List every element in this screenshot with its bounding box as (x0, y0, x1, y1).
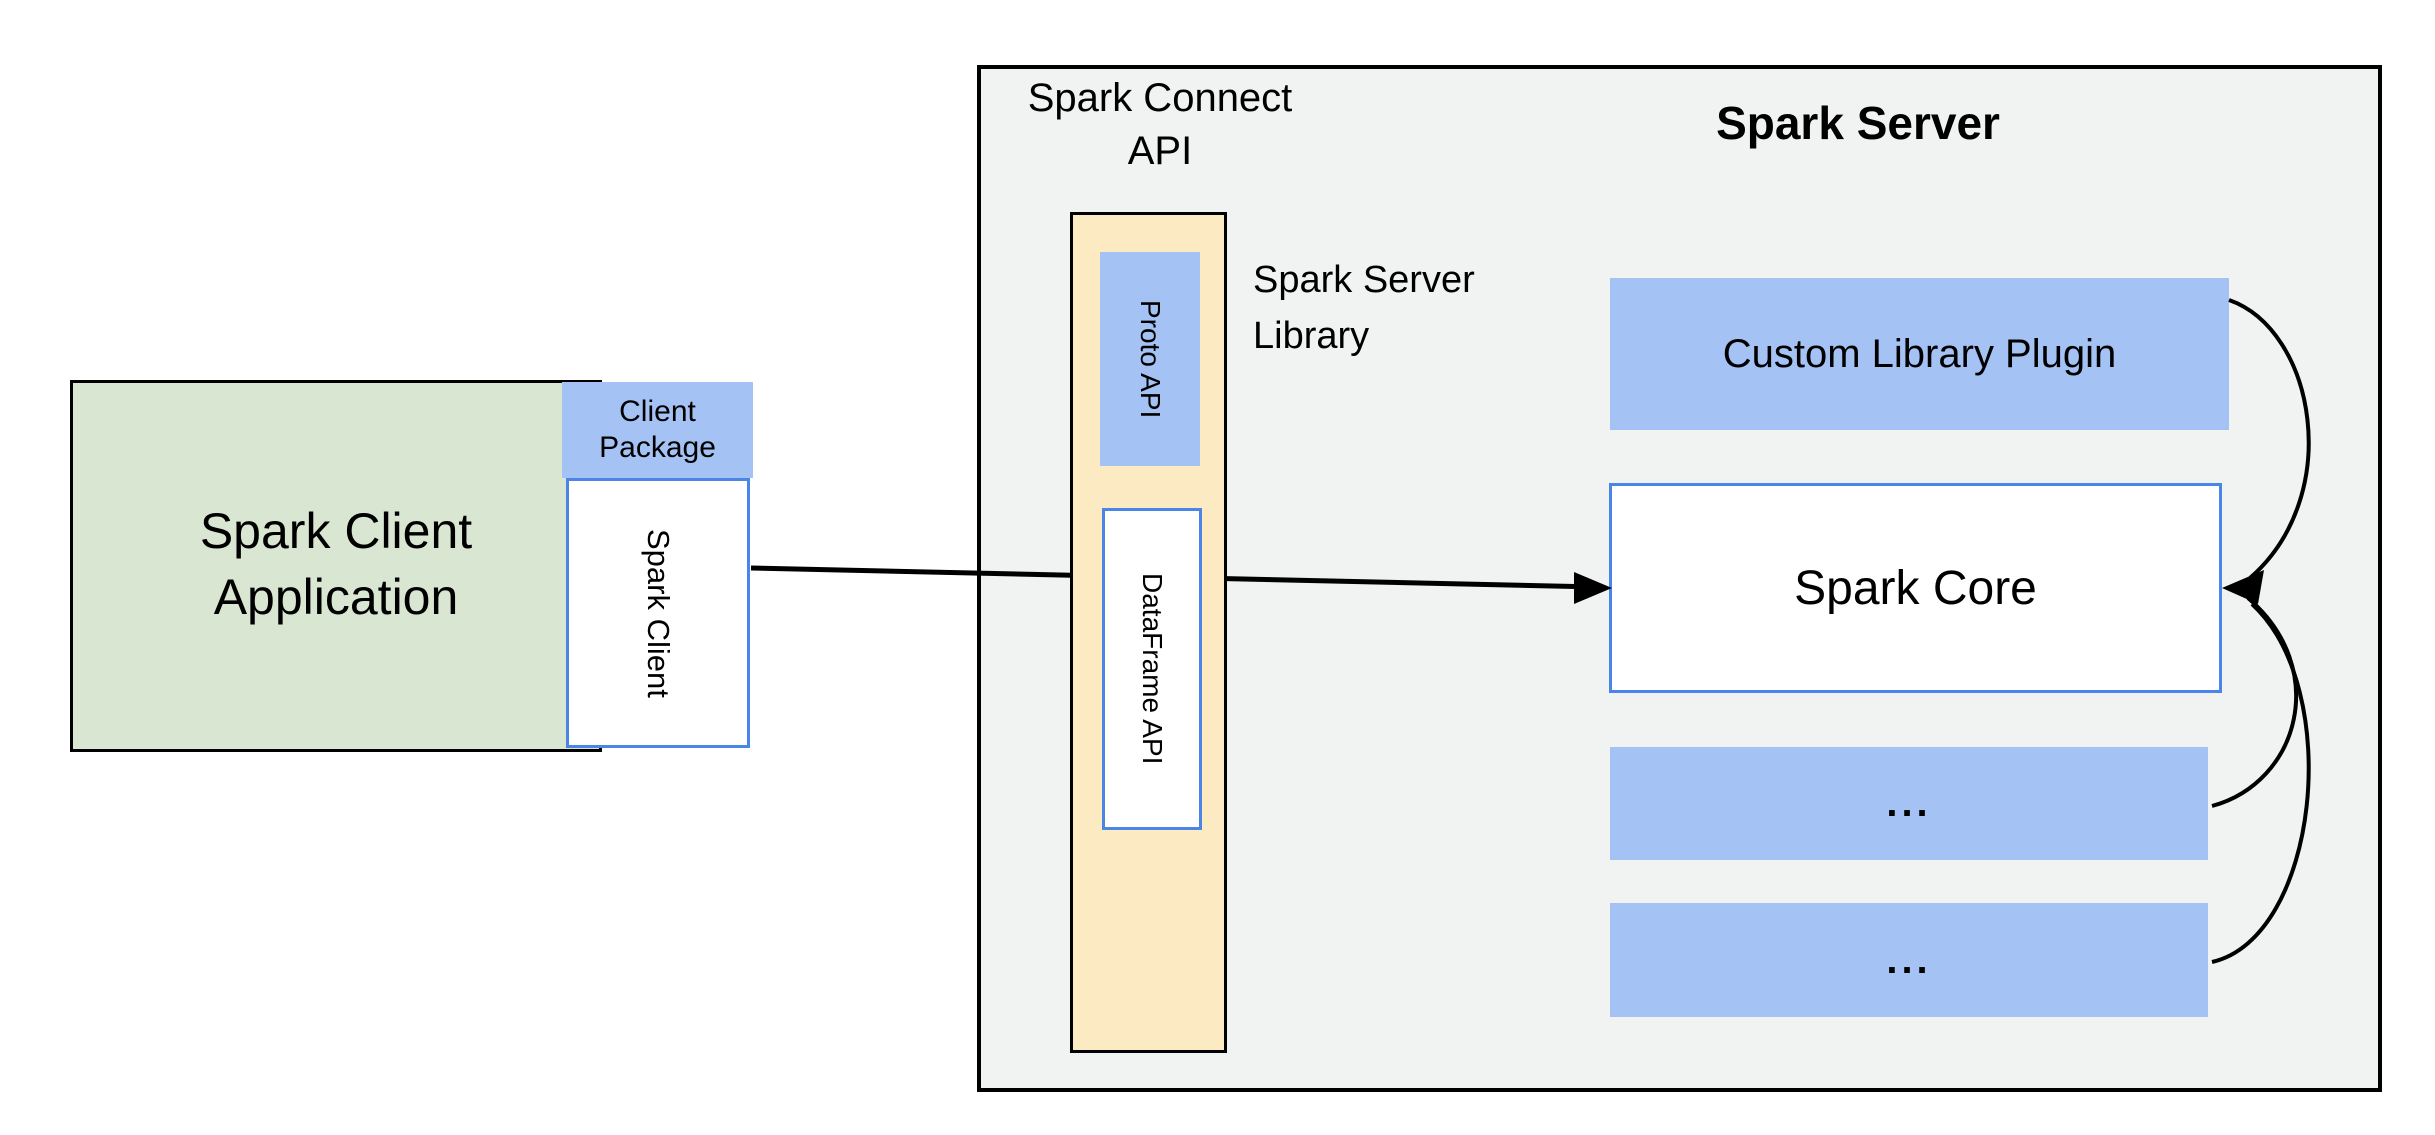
client-package-box: Client Package (562, 382, 753, 478)
custom-library-plugin-label: Custom Library Plugin (1722, 331, 2117, 376)
spark-server-title: Spark Server (1716, 97, 2000, 149)
client-package-label: Client Package (599, 395, 716, 464)
proto-api-label: Proto API (1135, 299, 1166, 419)
spark-core-label: Spark Core (1794, 561, 2037, 615)
plugin-placeholder-box-1: ... (1610, 747, 2208, 860)
proto-api-box: Proto API (1100, 252, 1200, 466)
spark-server-library-label: Spark Server Library (1253, 259, 1475, 357)
spark-core-box: Spark Core (1609, 483, 2222, 693)
plugin-placeholder-label-1: ... (1886, 781, 1932, 825)
dataframe-api-label: DataFrame API (1137, 573, 1168, 765)
spark-client-application-box (70, 380, 602, 752)
spark-client-application-label: Spark Client Application (199, 503, 473, 625)
spark-client-label: Spark Client (641, 528, 676, 698)
dataframe-api-box: DataFrame API (1102, 508, 1202, 830)
custom-library-plugin-box: Custom Library Plugin (1610, 278, 2229, 430)
plugin-placeholder-box-2: ... (1610, 903, 2208, 1017)
spark-client-box: Spark Client (566, 478, 750, 748)
plugin-placeholder-label-2: ... (1886, 937, 1932, 982)
spark-connect-api-title: Spark Connect API (1027, 76, 1293, 173)
